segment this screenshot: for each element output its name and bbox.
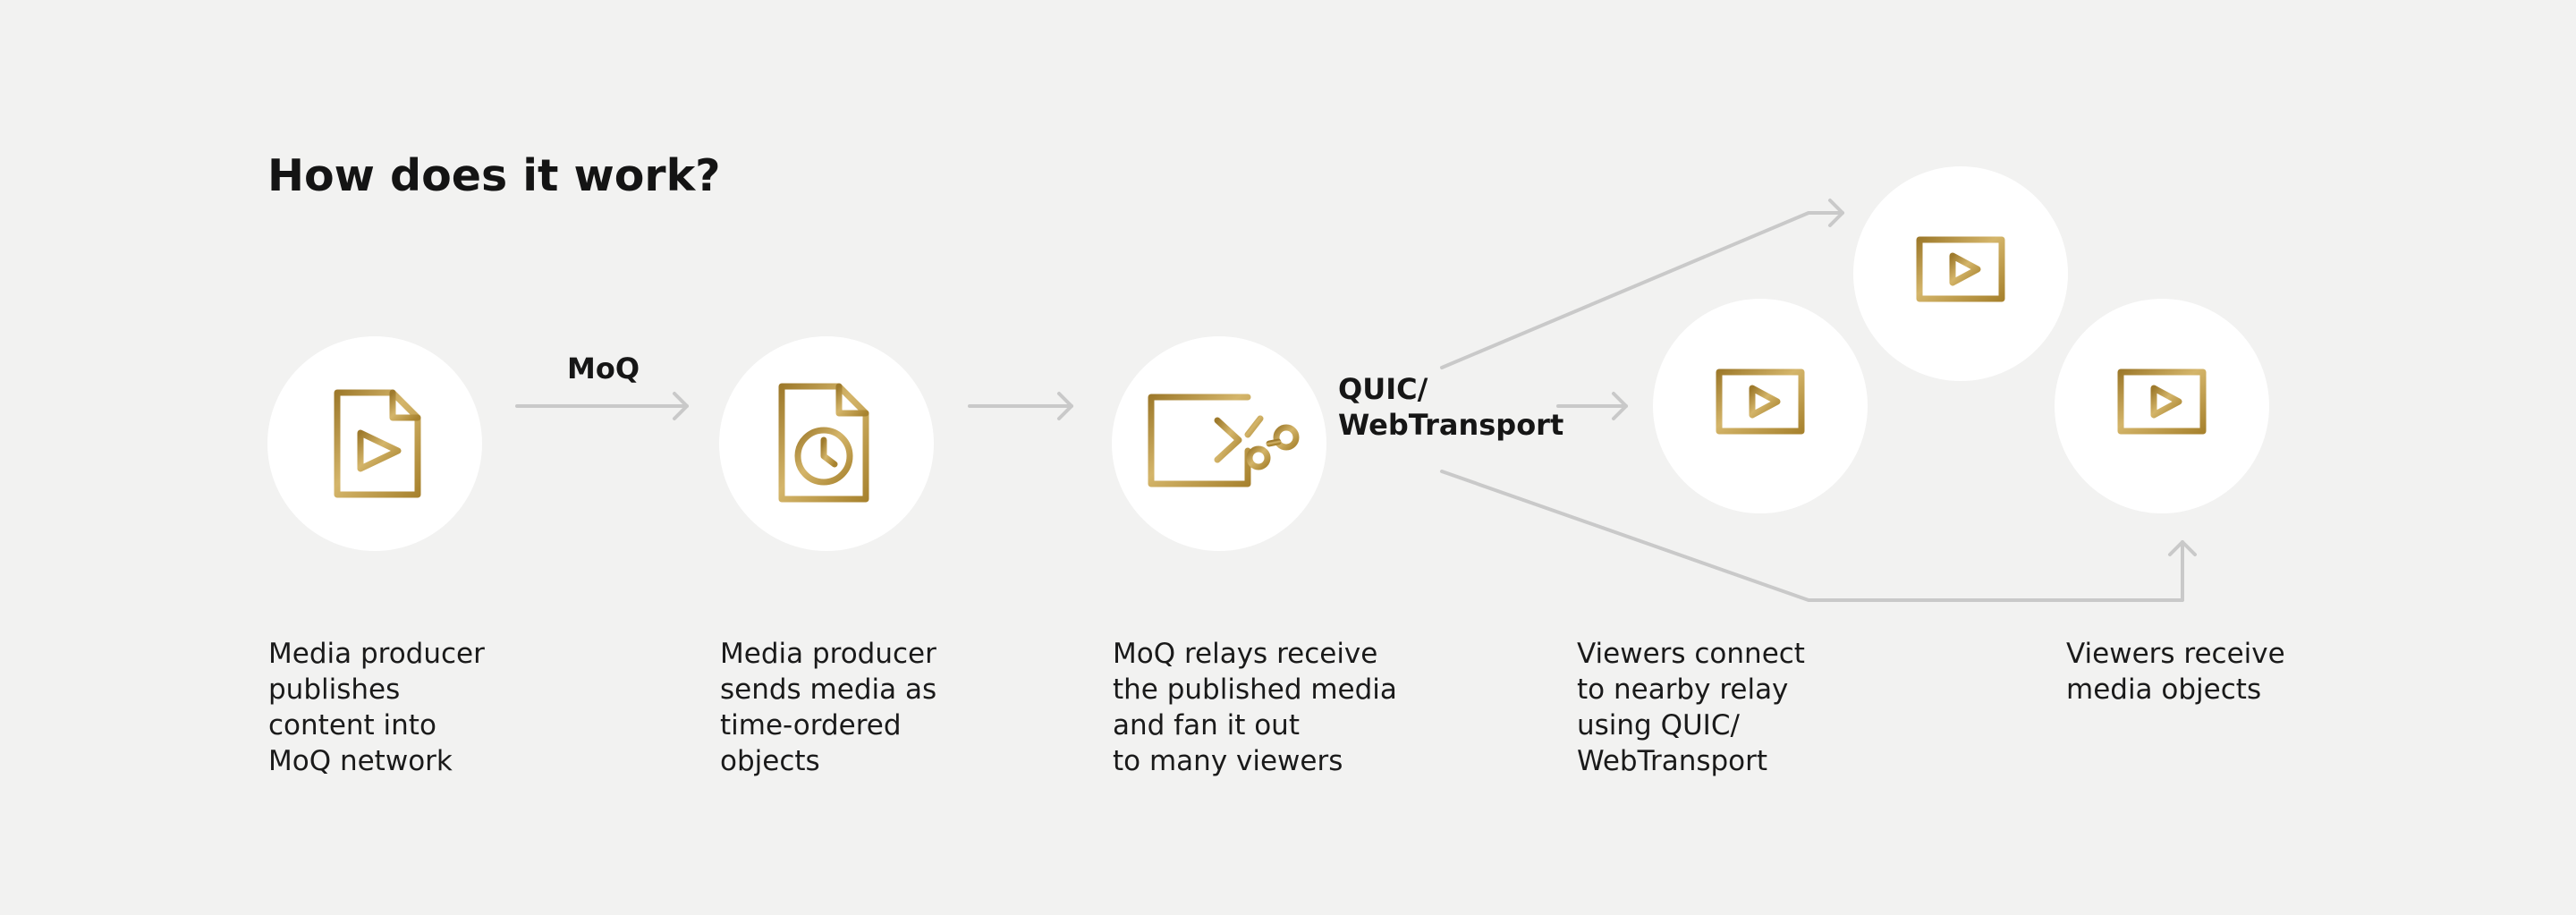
step-4-description: Viewers connect to nearby relay using QU… [1577, 638, 1805, 777]
step-1-description: Media producer publishes content into Mo… [268, 638, 485, 777]
arrow-relay-to-viewer [1556, 392, 1628, 420]
viewer-circle-top [1853, 166, 2068, 381]
laptop-play-icon [1701, 369, 1818, 453]
arrow-objects-to-relay [968, 392, 1073, 420]
step-2-description: Media producer sends media as time-order… [720, 638, 937, 777]
step-5-description: Viewers receive media objects [2066, 638, 2285, 706]
quic-label: QUIC/ WebTransport [1338, 372, 1564, 442]
moq-label: MoQ [567, 352, 640, 385]
arrow-producer-to-objects [515, 392, 689, 420]
viewer-circle-receive [2055, 299, 2269, 513]
relay-fanout-icon [1148, 394, 1300, 487]
relay-circle [1112, 336, 1326, 551]
document-play-icon [334, 389, 421, 498]
viewer-circle-connect [1653, 299, 1868, 513]
objects-circle [719, 336, 934, 551]
producer-circle [267, 336, 482, 551]
laptop-play-icon [1902, 236, 2018, 320]
laptop-play-icon [2103, 369, 2219, 453]
step-3-description: MoQ relays receive the published media a… [1113, 638, 1397, 777]
document-clock-icon [778, 383, 869, 503]
page-title: How does it work? [267, 150, 721, 201]
